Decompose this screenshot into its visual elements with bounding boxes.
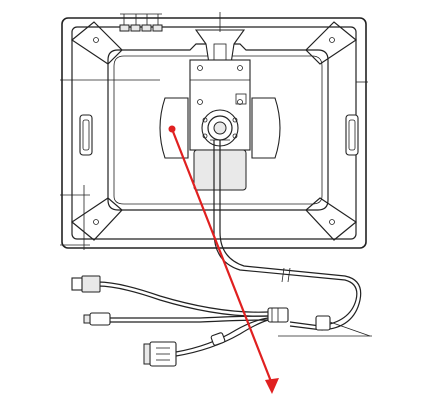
ferrite-core bbox=[315, 315, 331, 331]
corner-brace-bottom-left bbox=[70, 197, 123, 241]
usb-a-cable bbox=[97, 281, 269, 317]
vga-cable bbox=[175, 317, 269, 357]
corner-brace-top-left bbox=[70, 21, 123, 65]
top-button-row bbox=[119, 13, 163, 32]
handle-left bbox=[79, 114, 93, 156]
corner-brace-bottom-right bbox=[305, 197, 358, 241]
red-arrow bbox=[168, 125, 279, 394]
cable-splitter bbox=[267, 307, 289, 323]
grip-pad-right bbox=[251, 97, 281, 159]
usb-mini-cable bbox=[110, 315, 269, 323]
cable-bundle bbox=[213, 140, 372, 337]
dsub-vga-connector bbox=[143, 341, 177, 367]
corner-brace-top-right bbox=[305, 21, 358, 65]
tablet-rear-body bbox=[60, 12, 368, 250]
usb-plug bbox=[83, 312, 111, 326]
usb-type-a-plug bbox=[71, 275, 101, 293]
handle-right bbox=[345, 114, 359, 156]
